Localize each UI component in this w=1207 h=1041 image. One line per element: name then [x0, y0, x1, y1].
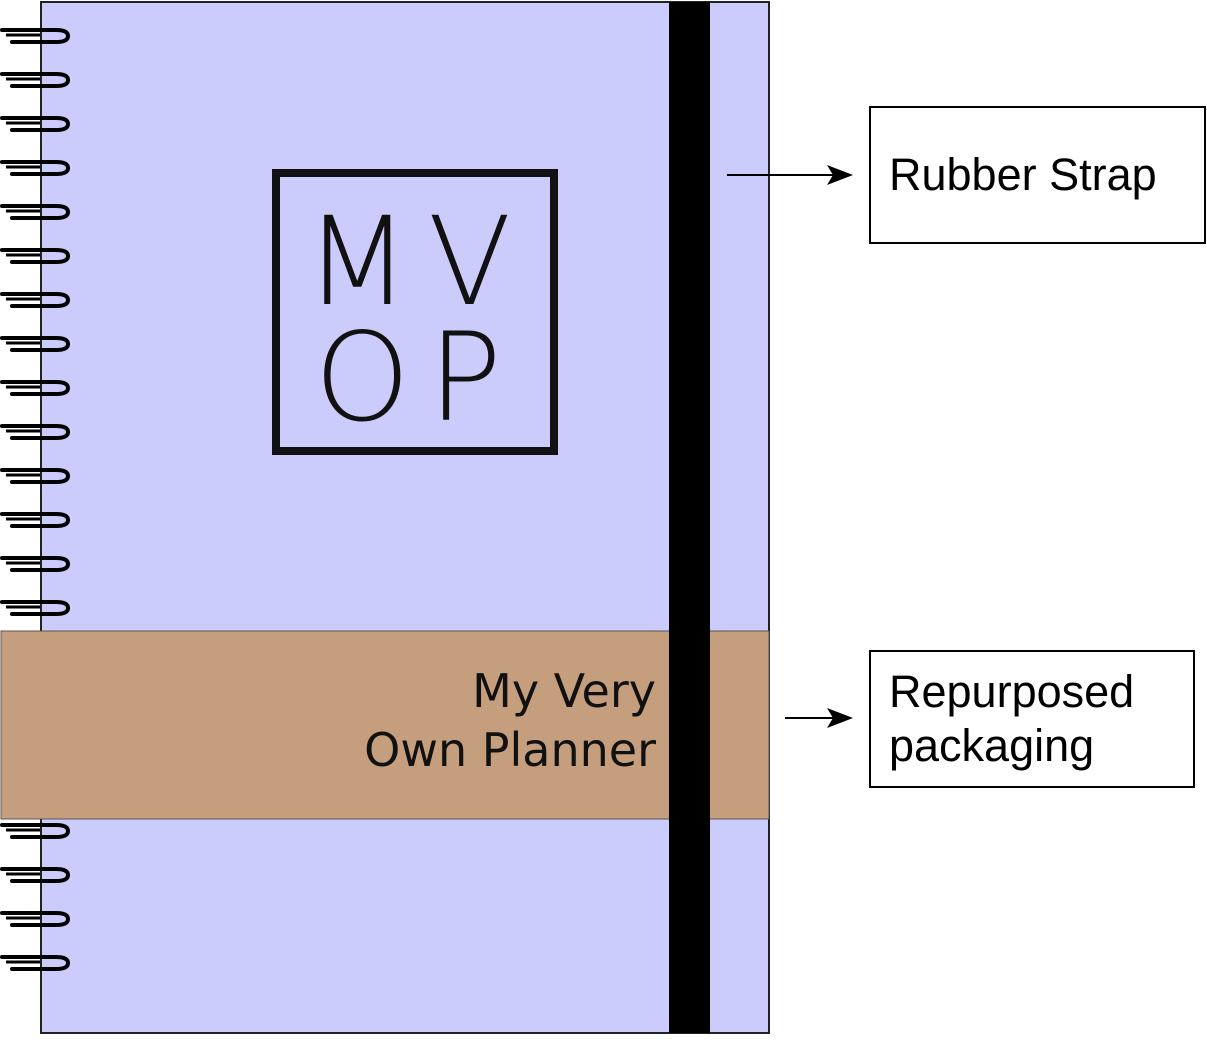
spiral-ring	[0, 204, 71, 220]
spiral-ring	[0, 72, 71, 88]
logo-line-2: OP	[314, 307, 520, 449]
spiral-ring	[0, 867, 71, 883]
packaging-arrow	[785, 708, 853, 728]
planner-title: My Very Own Planner	[364, 662, 656, 780]
rubber-strap-label: Rubber Strap	[869, 106, 1206, 244]
spiral-ring	[0, 336, 71, 352]
packaging-label: Repurposed packaging	[869, 650, 1195, 788]
spiral-ring	[0, 600, 71, 616]
rubber-strap	[669, 2, 710, 1033]
spiral-ring	[0, 116, 71, 132]
spiral-ring	[0, 248, 71, 264]
logo-frame	[272, 169, 558, 455]
spiral-ring	[0, 380, 71, 396]
spiral-ring	[0, 160, 71, 176]
spiral-ring	[0, 556, 71, 572]
rubber-strap-label-text: Rubber Strap	[889, 149, 1157, 200]
spiral-ring	[0, 512, 71, 528]
strap-arrow	[727, 165, 853, 185]
packaging-band	[0, 630, 770, 820]
spiral-ring	[0, 823, 71, 839]
planner-cover	[40, 1, 770, 1034]
spiral-ring	[0, 292, 71, 308]
planner-title-line-2: Own Planner	[364, 723, 656, 777]
spiral-ring	[0, 424, 71, 440]
spiral-ring	[0, 28, 71, 44]
packaging-label-line-1: Repurposed	[889, 666, 1135, 717]
spiral-ring	[0, 468, 71, 484]
planner-title-line-1: My Very	[472, 664, 656, 718]
packaging-label-line-2: packaging	[889, 720, 1095, 771]
spiral-ring	[0, 955, 71, 971]
logo-line-1: MV	[305, 191, 530, 333]
spiral-ring	[0, 911, 71, 927]
spiral-binding	[0, 28, 71, 971]
